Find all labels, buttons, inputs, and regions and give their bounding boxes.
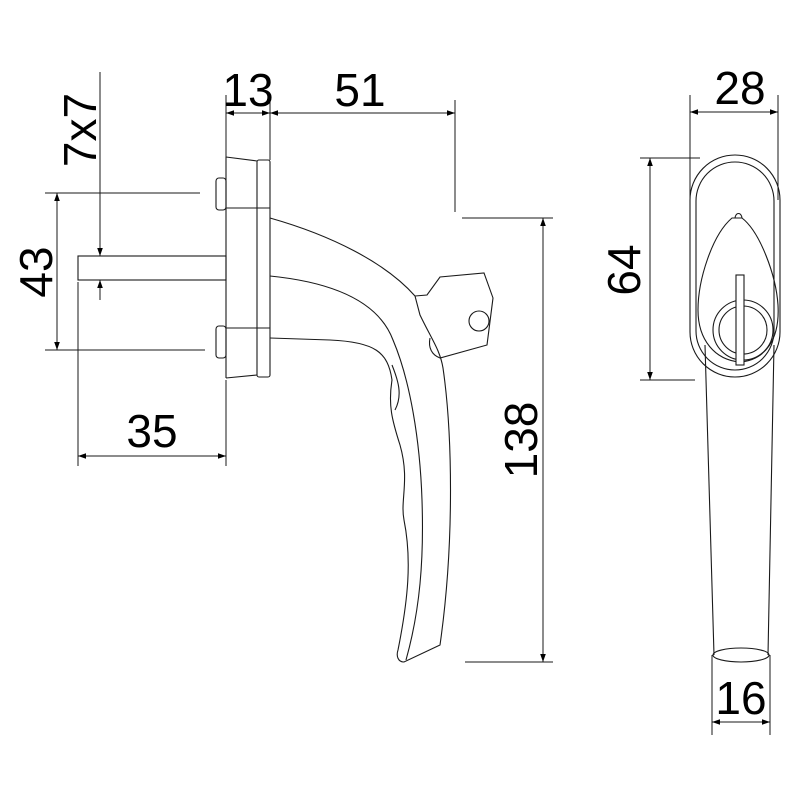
dim-43: 43 [10, 246, 62, 297]
side-view [77, 156, 494, 663]
rose-outer [689, 154, 781, 378]
screw-boss-bottom [215, 325, 227, 359]
lever-shaft [704, 344, 775, 656]
spindle [77, 255, 227, 281]
front-view [689, 154, 781, 663]
handle-edge [269, 275, 424, 661]
lever-crest [734, 212, 743, 219]
dimensions: 13 51 28 7x7 43 35 138 64 16 [10, 62, 779, 735]
dim-7x7: 7x7 [54, 93, 106, 167]
rose-inner [695, 161, 775, 371]
key [414, 272, 494, 359]
handle-grip [391, 364, 400, 411]
dim-35: 35 [126, 405, 177, 457]
key-blade [735, 274, 745, 366]
base-plate [256, 159, 271, 378]
dim-28: 28 [714, 62, 765, 114]
key-hole [468, 310, 490, 332]
screw-boss-top [215, 177, 227, 211]
rose-base [225, 156, 270, 379]
handle-body [269, 217, 452, 663]
dim-16: 16 [715, 672, 766, 724]
dim-64: 64 [598, 244, 650, 295]
dim-138: 138 [495, 402, 547, 479]
dim-51: 51 [334, 64, 385, 116]
dim-13: 13 [222, 64, 273, 116]
lever-tip [712, 647, 770, 663]
